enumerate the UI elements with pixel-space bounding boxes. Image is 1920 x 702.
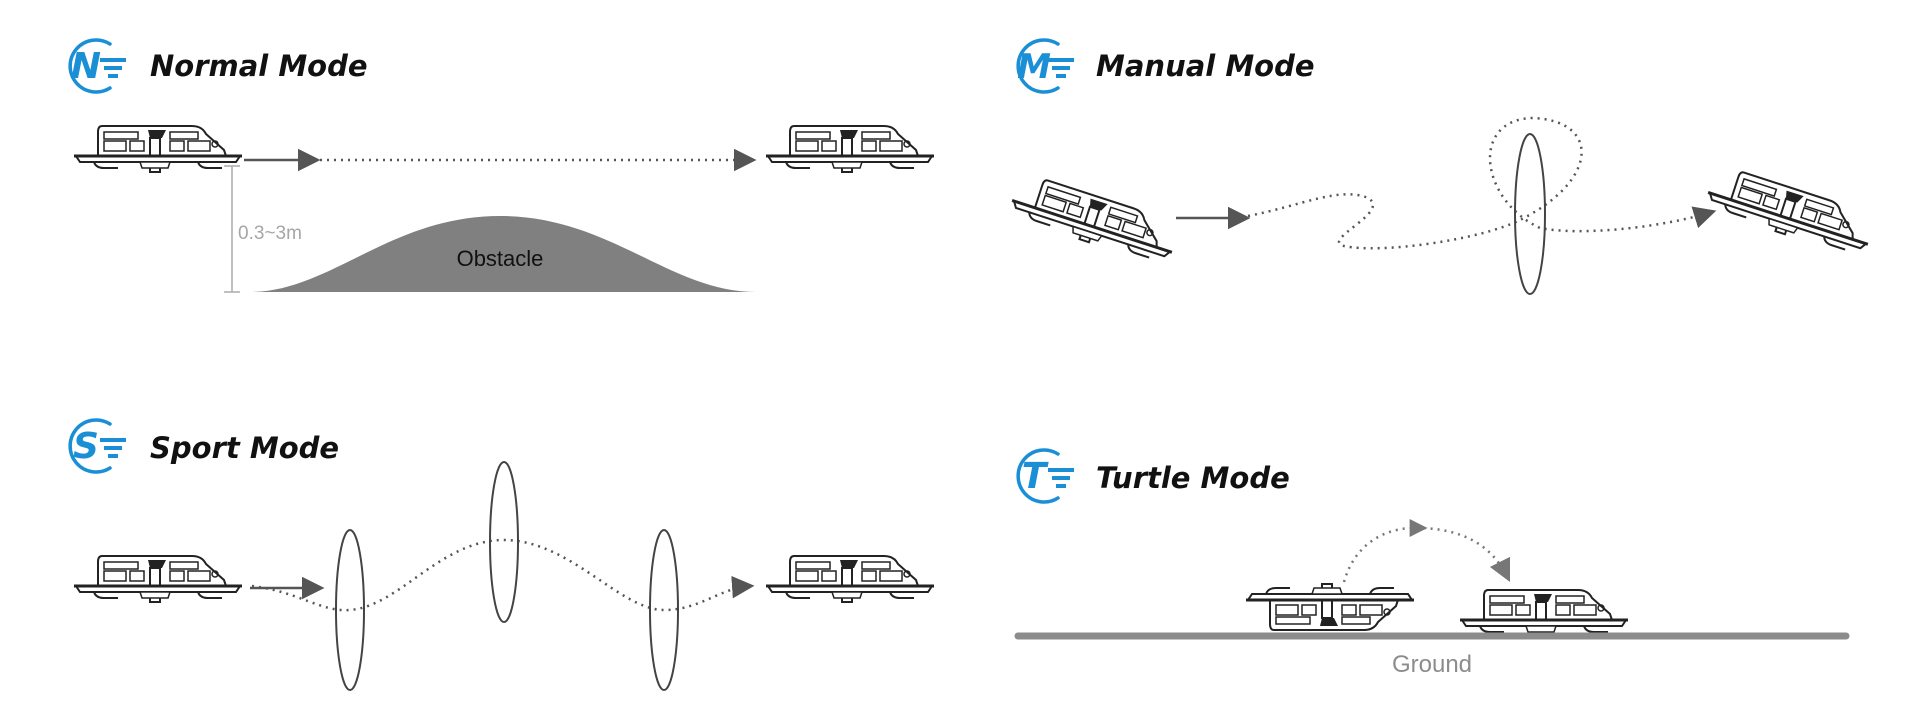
flight-path-dotted: [251, 538, 755, 612]
manual-mode-title: Manual Mode: [1096, 49, 1315, 83]
normal-mode-letter: N: [71, 46, 101, 87]
turtle-mode-title: Turtle Mode: [1096, 461, 1290, 495]
ring-2-ellipse: [489, 461, 519, 623]
sport-mode-badge: S: [68, 418, 128, 474]
ring-3-ellipse: [649, 529, 679, 691]
sport-mode-letter: S: [73, 426, 99, 467]
drone-start-icon: [72, 554, 244, 604]
roll-loop-ellipse: [1514, 133, 1546, 295]
manual-mode-letter: M: [1017, 47, 1051, 87]
drone-start-icon: [1005, 170, 1183, 270]
obstacle-label: Obstacle: [457, 246, 544, 271]
flight-path-dotted: [1247, 116, 1717, 250]
turtle-mode-letter: T: [1022, 456, 1049, 497]
drone-start-icon: [72, 124, 244, 174]
drone-end-icon: [764, 554, 936, 604]
normal-mode-title: Normal Mode: [150, 49, 368, 83]
height-label: 0.3~3m: [238, 223, 302, 244]
obstacle-shape: [250, 216, 756, 292]
ring-1-ellipse: [335, 529, 365, 691]
sport-mode-panel: S Sport Mode: [68, 418, 936, 691]
normal-mode-panel: N Normal Mode 0.3~3m Obstacle: [68, 38, 936, 293]
drone-end-icon: [1701, 162, 1879, 262]
drone-upright-icon: [1458, 588, 1630, 638]
flip-arrow-dotted: [1342, 526, 1511, 583]
drone-flipped-icon: [1244, 582, 1416, 632]
ground-label: Ground: [1392, 651, 1472, 678]
manual-mode-badge: M: [1016, 38, 1076, 95]
drone-end-icon: [764, 124, 936, 174]
turtle-mode-panel: T Turtle Mode Ground: [1014, 448, 1850, 678]
sport-mode-title: Sport Mode: [150, 431, 339, 465]
height-indicator: [224, 165, 240, 293]
manual-mode-panel: M Manual Mode: [1005, 38, 1879, 295]
normal-mode-badge: N: [68, 38, 128, 95]
turtle-mode-badge: T: [1016, 448, 1076, 504]
